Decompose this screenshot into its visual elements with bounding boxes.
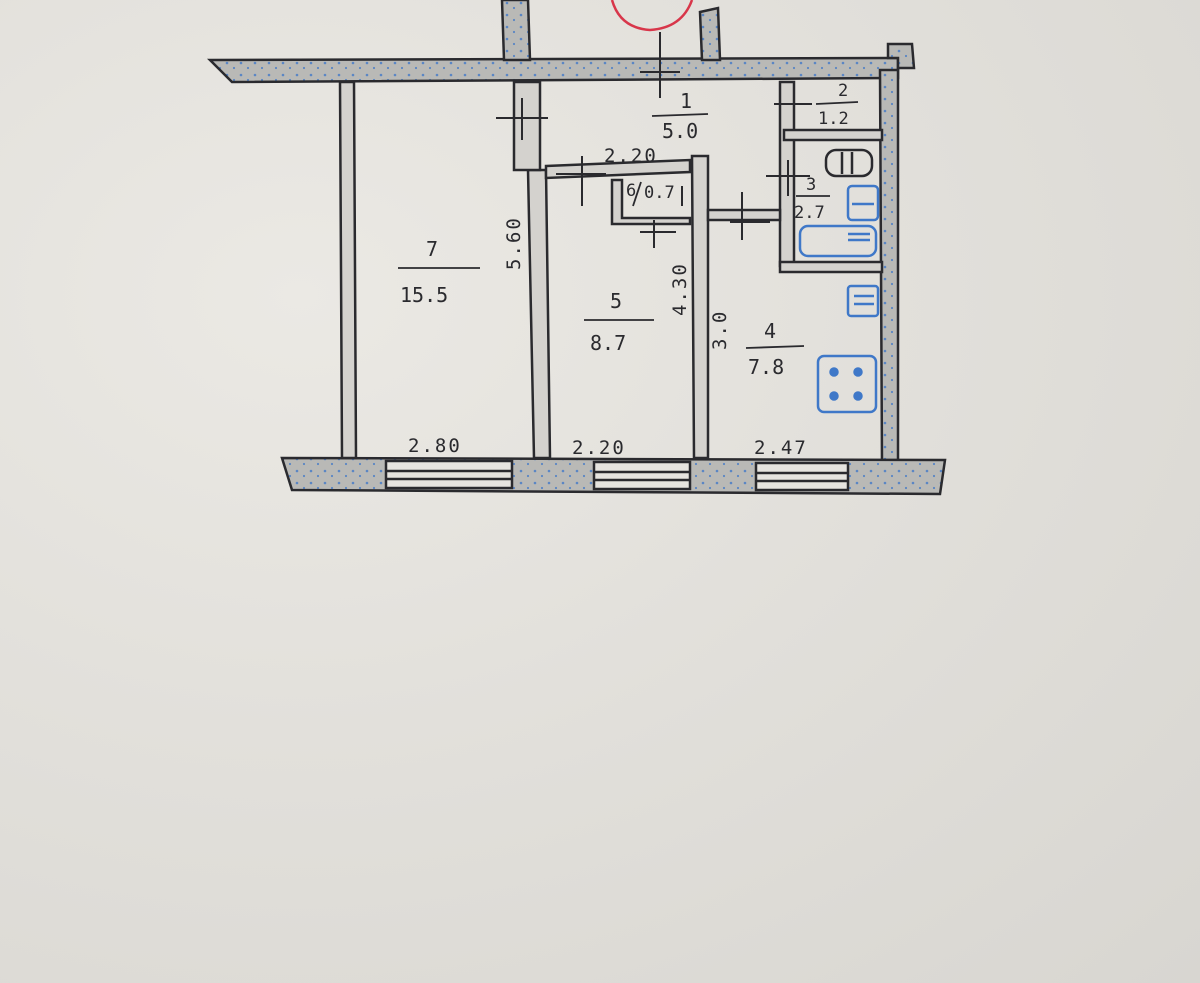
dimension-room7-length: 5.60 bbox=[503, 216, 525, 270]
door-marks bbox=[496, 32, 812, 248]
room-label-1: 1 5.0 bbox=[651, 89, 709, 143]
stair-wall-right bbox=[698, 6, 722, 62]
wall-kitchen-top bbox=[706, 208, 782, 222]
dimension-room4-width: 2.47 bbox=[754, 437, 808, 459]
sink-icon bbox=[846, 184, 880, 222]
room-number: 4 bbox=[764, 319, 776, 343]
toilet-icon bbox=[824, 148, 874, 178]
stamp-mark bbox=[610, 0, 694, 32]
room-number: 7 bbox=[426, 237, 438, 261]
exterior-walls bbox=[206, 0, 947, 496]
dimension-hall-width: 2.20 bbox=[604, 145, 658, 167]
stair-wall-left bbox=[500, 0, 532, 62]
room-number: 5 bbox=[610, 289, 622, 313]
dimension-room5-length: 4.30 bbox=[669, 262, 691, 316]
fixtures bbox=[798, 148, 880, 414]
wall-room7-room5 bbox=[526, 168, 552, 460]
room-area: 8.7 bbox=[590, 331, 626, 355]
room-area: 0.7 bbox=[644, 183, 675, 203]
wall-wc-bath bbox=[782, 128, 884, 142]
wall-bath-bottom bbox=[778, 260, 884, 274]
room-label-6: 6 0.7 bbox=[626, 181, 675, 207]
room-labels: 1 5.0 2 1.2 3 2.7 4 7.8 5 8.7 6 0.7 bbox=[398, 81, 859, 379]
dimension-labels: 2.80 2.20 2.47 2.20 5.60 4.30 3.0 bbox=[408, 145, 808, 459]
wall-room5-room4 bbox=[690, 154, 710, 460]
dimension-room5-width: 2.20 bbox=[572, 437, 626, 459]
dimension-room7-width: 2.80 bbox=[408, 435, 462, 457]
room-label-3: 3 2.7 bbox=[794, 175, 830, 223]
interior-walls bbox=[338, 80, 884, 460]
window-room4 bbox=[754, 461, 850, 492]
room-area: 2.7 bbox=[794, 203, 825, 223]
wall-closet bbox=[610, 178, 692, 226]
wall-hall-stub bbox=[512, 80, 542, 172]
room-label-2: 2 1.2 bbox=[815, 81, 859, 129]
windows bbox=[384, 459, 850, 492]
room-area: 15.5 bbox=[400, 283, 448, 307]
room-number: 1 bbox=[680, 89, 692, 113]
stove-icon bbox=[816, 354, 878, 414]
room-number: 3 bbox=[806, 175, 816, 195]
bathtub-icon bbox=[798, 224, 878, 258]
sink-icon-kitchen bbox=[846, 284, 880, 318]
window-room5 bbox=[592, 460, 692, 491]
wall-room7-left bbox=[338, 80, 358, 460]
room-label-4: 4 7.8 bbox=[745, 319, 805, 379]
room-number: 2 bbox=[838, 81, 848, 101]
top-wall-cap bbox=[886, 42, 916, 70]
room-area: 7.8 bbox=[748, 355, 784, 379]
room-area: 1.2 bbox=[818, 109, 849, 129]
room-number: 6 bbox=[626, 181, 636, 201]
room-label-7: 7 15.5 bbox=[398, 237, 480, 307]
dimension-room4-length: 3.0 bbox=[709, 310, 731, 350]
top-wall bbox=[206, 56, 900, 84]
window-room7 bbox=[384, 459, 514, 490]
room-label-5: 5 8.7 bbox=[584, 289, 654, 355]
room-area: 5.0 bbox=[662, 119, 698, 143]
